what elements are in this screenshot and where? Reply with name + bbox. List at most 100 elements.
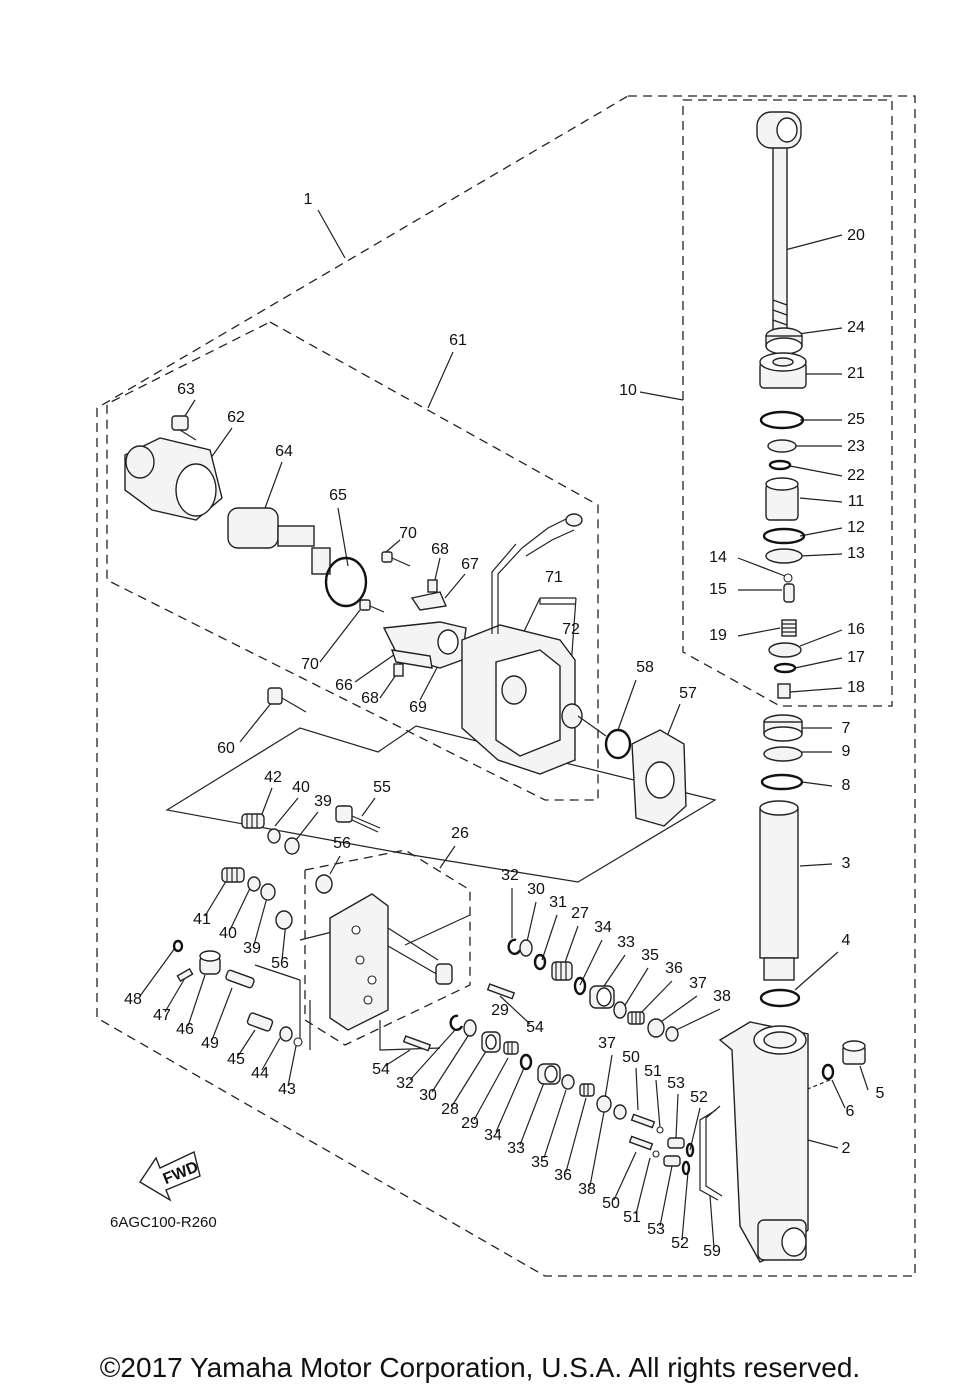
o-ring-4 xyxy=(759,988,801,1008)
callout-11: 11 xyxy=(848,493,865,510)
pin-54-b xyxy=(402,1035,432,1052)
o-ring-17 xyxy=(773,662,797,674)
armature-64 xyxy=(227,507,331,575)
o-ring-52-a xyxy=(685,1142,695,1158)
callout-41: 41 xyxy=(193,911,211,928)
o-ring-8 xyxy=(760,773,804,791)
callout-64: 64 xyxy=(275,443,293,460)
callout-66: 66 xyxy=(335,677,353,694)
o-ring-6 xyxy=(821,1063,835,1081)
seal-24 xyxy=(765,327,803,355)
pin-54-a xyxy=(486,983,516,1000)
ring-9 xyxy=(763,746,803,762)
motor-housing-62 xyxy=(124,437,223,521)
valve-46 xyxy=(199,950,221,975)
plug-5 xyxy=(842,1040,866,1065)
spring-29 xyxy=(503,1041,519,1055)
piston-11 xyxy=(765,477,799,521)
callout-69: 69 xyxy=(409,699,427,716)
callout-18: 18 xyxy=(847,679,865,696)
callout-8: 8 xyxy=(842,777,851,794)
seal-39-a xyxy=(284,837,300,855)
callout-33: 33 xyxy=(507,1140,525,1157)
callout-1: 1 xyxy=(304,191,313,208)
callout-29: 29 xyxy=(491,1002,509,1019)
diagram-code: 6AGC100-R260 xyxy=(110,1214,217,1231)
callout-39: 39 xyxy=(314,793,332,810)
callout-50: 50 xyxy=(622,1049,640,1066)
brush-67 xyxy=(410,591,447,611)
callout-61: 61 xyxy=(449,332,467,349)
spring-49 xyxy=(225,969,255,989)
callout-54: 54 xyxy=(372,1061,390,1078)
seal-35-a xyxy=(613,1001,627,1019)
callout-53: 53 xyxy=(667,1075,685,1092)
spring-36-a xyxy=(627,1011,645,1025)
o-ring-22 xyxy=(768,459,792,471)
callout-6: 6 xyxy=(846,1103,855,1120)
screw-70-b xyxy=(359,599,385,613)
callout-28: 28 xyxy=(441,1101,459,1118)
callout-21: 21 xyxy=(847,365,865,382)
bolt-60 xyxy=(267,687,307,713)
brush-66 xyxy=(390,649,433,669)
o-ring-65 xyxy=(324,556,368,608)
tilt-rod-assembly xyxy=(756,111,807,699)
callout-56: 56 xyxy=(271,955,289,972)
o-ring-25 xyxy=(759,410,805,430)
callout-12: 12 xyxy=(847,519,865,536)
assembly-1-outline xyxy=(96,95,916,1277)
callout-43: 43 xyxy=(278,1081,296,1098)
circlip-32-a xyxy=(507,938,522,955)
ball-51-b xyxy=(652,1150,660,1158)
seal-35-b xyxy=(561,1074,575,1090)
callout-25: 25 xyxy=(847,411,865,428)
piston-33-b xyxy=(537,1063,561,1085)
assembly-outlines xyxy=(96,95,916,1277)
callout-46: 46 xyxy=(176,1021,194,1038)
callout-60: 60 xyxy=(217,740,235,757)
callout-20: 20 xyxy=(847,227,865,244)
callout-24: 24 xyxy=(847,319,865,336)
callout-31: 31 xyxy=(549,894,567,911)
screw-70-a xyxy=(381,551,411,567)
seal-56-a xyxy=(315,874,333,894)
assembly-26-outline xyxy=(304,849,471,1046)
piston-28 xyxy=(481,1031,501,1053)
pin-50-a xyxy=(630,1113,656,1129)
copyright-notice: ©2017 Yamaha Motor Corporation, U.S.A. A… xyxy=(99,1352,861,1383)
cylinder-body-2 xyxy=(718,1021,809,1263)
callout-45: 45 xyxy=(227,1051,245,1068)
callout-5: 5 xyxy=(876,1085,885,1102)
bolt-55 xyxy=(335,805,381,833)
washer-38-a xyxy=(665,1026,679,1042)
callout-40: 40 xyxy=(292,779,310,796)
screw-18 xyxy=(777,683,791,699)
callout-13: 13 xyxy=(847,545,865,562)
callout-51: 51 xyxy=(644,1063,662,1080)
o-ring-52-b xyxy=(681,1160,691,1176)
callout-30: 30 xyxy=(527,881,545,898)
ball-51-a xyxy=(656,1126,664,1134)
spring-19 xyxy=(781,619,797,637)
callout-32: 32 xyxy=(501,867,519,884)
pin-15 xyxy=(783,583,795,603)
callout-38: 38 xyxy=(578,1181,596,1198)
cap-21 xyxy=(759,352,807,389)
callout-17: 17 xyxy=(847,649,865,666)
o-ring-12 xyxy=(762,527,806,545)
o-ring-31 xyxy=(533,953,547,971)
callout-19: 19 xyxy=(709,627,727,644)
plate-16 xyxy=(768,642,802,658)
seal-39-b xyxy=(260,883,276,901)
callout-35: 35 xyxy=(531,1154,549,1171)
callout-70: 70 xyxy=(399,525,417,542)
callout-4: 4 xyxy=(842,932,851,949)
callout-35: 35 xyxy=(641,947,659,964)
callout-15: 15 xyxy=(709,581,727,598)
callout-2: 2 xyxy=(842,1140,851,1157)
o-ring-48 xyxy=(172,939,184,953)
callout-72: 72 xyxy=(562,621,580,638)
callout-23: 23 xyxy=(847,438,865,455)
callout-52: 52 xyxy=(671,1235,689,1252)
